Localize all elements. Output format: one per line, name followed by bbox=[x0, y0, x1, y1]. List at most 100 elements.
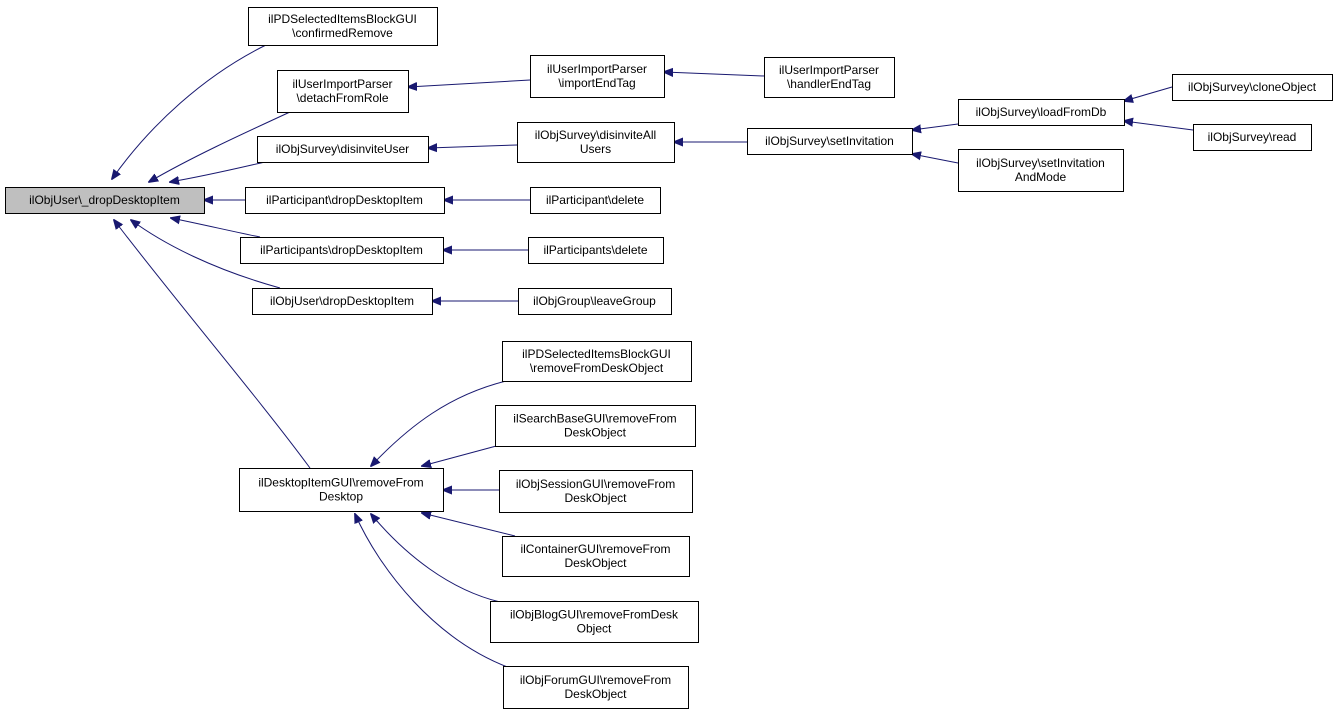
node-label-line: \handlerEndTag bbox=[787, 77, 871, 91]
node-label-line: ilContainerGUI\removeFrom bbox=[520, 542, 670, 556]
node-label-line: DeskObject bbox=[564, 426, 627, 440]
edge-pdsel_remove-to-dtgui_remove bbox=[371, 380, 507, 466]
node-label-line: ilParticipant\delete bbox=[546, 193, 644, 207]
edge-uip_import-to-uip_detach bbox=[408, 79, 531, 87]
node-survey-disinvite[interactable]: ilObjSurvey\disinviteUser bbox=[257, 136, 429, 163]
node-box bbox=[490, 601, 699, 643]
node-box bbox=[517, 122, 675, 163]
node-blog-remove[interactable]: ilObjBlogGUI\removeFromDeskObject bbox=[490, 601, 699, 643]
node-parts-delete[interactable]: ilParticipants\delete bbox=[528, 237, 664, 264]
node-box bbox=[239, 468, 444, 512]
node-box bbox=[1172, 74, 1333, 101]
node-label-line: Desktop bbox=[319, 490, 363, 504]
node-label-line: ilObjSurvey\disinviteUser bbox=[276, 142, 409, 156]
node-box bbox=[248, 7, 438, 46]
node-label-line: ilSearchBaseGUI\removeFrom bbox=[513, 412, 676, 426]
node-box bbox=[240, 237, 444, 264]
node-box bbox=[764, 57, 895, 98]
node-box bbox=[5, 187, 205, 214]
node-label-line: ilDesktopItemGUI\removeFrom bbox=[258, 476, 423, 490]
node-box bbox=[503, 666, 689, 709]
node-label-line: ilObjSurvey\cloneObject bbox=[1188, 80, 1317, 94]
node-label-line: ilObjSurvey\setInvitation bbox=[976, 156, 1105, 170]
node-label-line: ilUserImportParser bbox=[547, 62, 647, 76]
node-label-line: \removeFromDeskObject bbox=[530, 361, 664, 375]
node-uip-import[interactable]: ilUserImportParser\importEndTag bbox=[530, 55, 665, 98]
node-survey-load[interactable]: ilObjSurvey\loadFromDb bbox=[958, 99, 1125, 126]
node-pdsel-confirm[interactable]: ilPDSelectedItemsBlockGUI\confirmedRemov… bbox=[248, 7, 438, 46]
node-box bbox=[528, 237, 664, 264]
nodes-layer: ilObjUser\_dropDesktopItem ilPDSelectedIt… bbox=[5, 7, 1333, 709]
node-label-line: ilObjSurvey\setInvitation bbox=[765, 134, 894, 148]
node-survey-clone[interactable]: ilObjSurvey\cloneObject bbox=[1172, 74, 1333, 101]
node-search-remove[interactable]: ilSearchBaseGUI\removeFromDeskObject bbox=[495, 405, 696, 447]
node-part-delete[interactable]: ilParticipant\delete bbox=[530, 187, 661, 214]
node-box bbox=[499, 470, 693, 513]
node-label-line: ilPDSelectedItemsBlockGUI bbox=[522, 347, 671, 361]
node-label-line: ilPDSelectedItemsBlockGUI bbox=[268, 12, 417, 26]
node-label-line: Users bbox=[580, 142, 611, 156]
edge-survey_setinvmode-to-survey_setinv bbox=[912, 154, 959, 164]
node-uip-detach[interactable]: ilUserImportParser\detachFromRole bbox=[277, 70, 409, 113]
node-label-line: ilObjUser\_dropDesktopItem bbox=[29, 193, 180, 207]
node-box bbox=[502, 341, 692, 382]
node-parts-drop[interactable]: ilParticipants\dropDesktopItem bbox=[240, 237, 444, 264]
node-part-drop[interactable]: ilParticipant\dropDesktopItem bbox=[245, 187, 445, 214]
node-label-line: \confirmedRemove bbox=[292, 26, 393, 40]
node-box bbox=[1193, 124, 1312, 151]
node-label-line: ilParticipants\delete bbox=[543, 243, 647, 257]
edge-survey_disinvite-to-root bbox=[170, 161, 266, 182]
node-box bbox=[252, 288, 433, 315]
node-box bbox=[257, 136, 429, 163]
node-label-line: DeskObject bbox=[564, 491, 627, 505]
node-label-line: ilObjSurvey\disinviteAll bbox=[535, 128, 656, 142]
node-label-line: DeskObject bbox=[564, 556, 627, 570]
edge-container_remove-to-dtgui_remove bbox=[422, 513, 516, 537]
edge-user_drop-to-root bbox=[131, 220, 281, 289]
node-group-leave[interactable]: ilObjGroup\leaveGroup bbox=[518, 288, 672, 315]
edges-layer bbox=[112, 44, 1194, 669]
node-label-line: ilParticipant\dropDesktopItem bbox=[266, 193, 423, 207]
node-label-line: DeskObject bbox=[564, 687, 627, 701]
node-label-line: ilObjBlogGUI\removeFromDesk bbox=[510, 608, 679, 622]
edge-blog_remove-to-dtgui_remove bbox=[371, 514, 501, 603]
node-box bbox=[958, 99, 1125, 126]
node-box bbox=[518, 288, 672, 315]
node-forum-remove[interactable]: ilObjForumGUI\removeFromDeskObject bbox=[503, 666, 689, 709]
node-box bbox=[495, 405, 696, 447]
edge-survey_load-to-survey_setinv bbox=[912, 123, 959, 130]
node-box bbox=[277, 70, 409, 113]
node-box bbox=[958, 149, 1124, 192]
edge-pdsel_confirm-to-root bbox=[112, 44, 267, 179]
node-label-line: ilObjSurvey\read bbox=[1208, 130, 1297, 144]
node-label-line: Object bbox=[577, 622, 612, 636]
node-root[interactable]: ilObjUser\_dropDesktopItem bbox=[5, 187, 205, 214]
node-pdsel-remove[interactable]: ilPDSelectedItemsBlockGUI\removeFromDesk… bbox=[502, 341, 692, 382]
edge-search_remove-to-dtgui_remove bbox=[422, 444, 501, 466]
node-label-line: \detachFromRole bbox=[296, 91, 388, 105]
node-label-line: ilObjSessionGUI\removeFrom bbox=[516, 477, 675, 491]
node-box bbox=[245, 187, 445, 214]
node-box bbox=[530, 55, 665, 98]
node-survey-setinv[interactable]: ilObjSurvey\setInvitation bbox=[747, 128, 913, 155]
node-label-line: ilUserImportParser bbox=[292, 77, 392, 91]
node-label-line: ilObjUser\dropDesktopItem bbox=[270, 294, 414, 308]
node-user-drop[interactable]: ilObjUser\dropDesktopItem bbox=[252, 288, 433, 315]
node-label-line: ilObjGroup\leaveGroup bbox=[533, 294, 656, 308]
node-survey-read[interactable]: ilObjSurvey\read bbox=[1193, 124, 1312, 151]
node-container-remove[interactable]: ilContainerGUI\removeFromDeskObject bbox=[502, 536, 690, 577]
edge-uip_detach-to-root bbox=[149, 111, 291, 182]
node-box bbox=[502, 536, 690, 577]
edge-dtgui_remove-to-root bbox=[114, 220, 311, 469]
edge-uip_handler-to-uip_import bbox=[664, 72, 765, 76]
node-label-line: ilObjForumGUI\removeFrom bbox=[520, 673, 671, 687]
node-label-line: \importEndTag bbox=[558, 76, 635, 90]
node-label-line: ilUserImportParser bbox=[779, 63, 879, 77]
node-uip-handler[interactable]: ilUserImportParser\handlerEndTag bbox=[764, 57, 895, 98]
node-session-remove[interactable]: ilObjSessionGUI\removeFromDeskObject bbox=[499, 470, 693, 513]
edge-parts_drop-to-root bbox=[171, 218, 261, 238]
node-box bbox=[530, 187, 661, 214]
